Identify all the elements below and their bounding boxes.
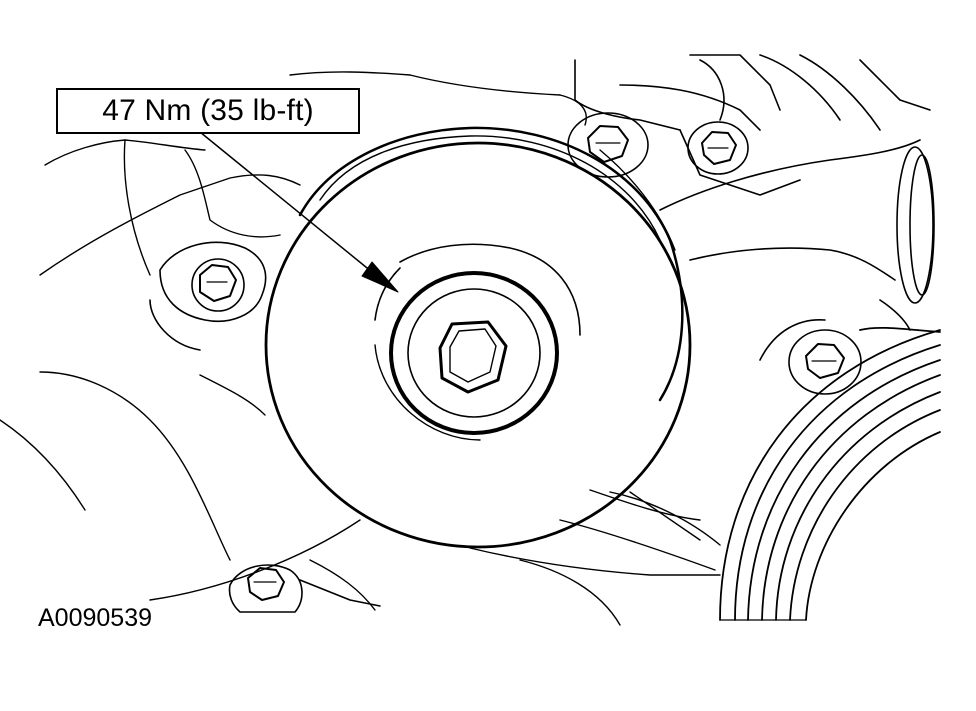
figure-id-label: A0090539: [38, 604, 153, 632]
hex-bolt-icon: [440, 322, 506, 392]
belt-path-lines: [560, 492, 720, 570]
engine-block-outline: [0, 72, 720, 625]
bottom-bolt: [229, 565, 380, 612]
coolant-hose: [660, 140, 934, 330]
crankshaft-pulley: [720, 328, 940, 620]
top-right-bracket: [575, 55, 930, 195]
right-bolt: [760, 320, 861, 394]
torque-callout: 47 Nm (35 lb-ft): [56, 88, 360, 134]
idler-pulley: [266, 128, 690, 547]
upper-left-boss: [150, 242, 266, 350]
torque-label: 47 Nm (35 lb-ft): [102, 94, 314, 127]
arrow-pointer-icon: [200, 132, 398, 292]
